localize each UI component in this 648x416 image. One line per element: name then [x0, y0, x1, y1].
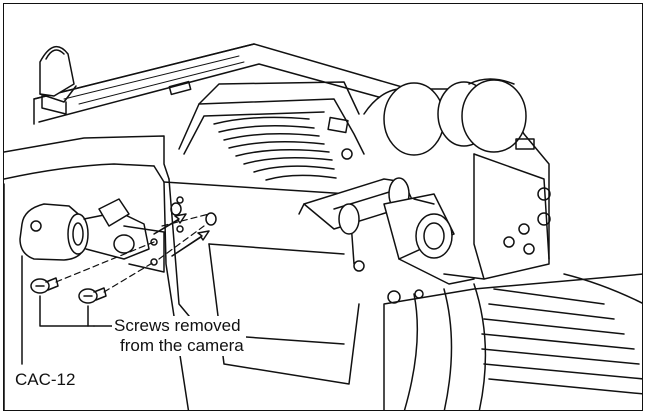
camera-line-drawing [4, 43, 642, 410]
alignment-dashes [55, 213, 210, 293]
viewfinder [363, 78, 551, 280]
screws [30, 277, 107, 304]
camera-lens [383, 273, 642, 410]
illustration-frame: Screws removed from the camera CAC-12 [3, 3, 643, 411]
carrying-handle [178, 81, 365, 181]
viewfinder-arm [298, 177, 475, 285]
mic-holder [39, 45, 77, 115]
assembly-arrows [153, 213, 210, 257]
screw-holes [170, 202, 217, 226]
cac12-callout: CAC-12 [13, 370, 78, 390]
callout-leaders [21, 255, 113, 365]
screws-callout-line1: Screws removed [112, 316, 243, 336]
screws-callout-line2: from the camera [118, 336, 246, 356]
cac12-clamp [19, 198, 165, 273]
